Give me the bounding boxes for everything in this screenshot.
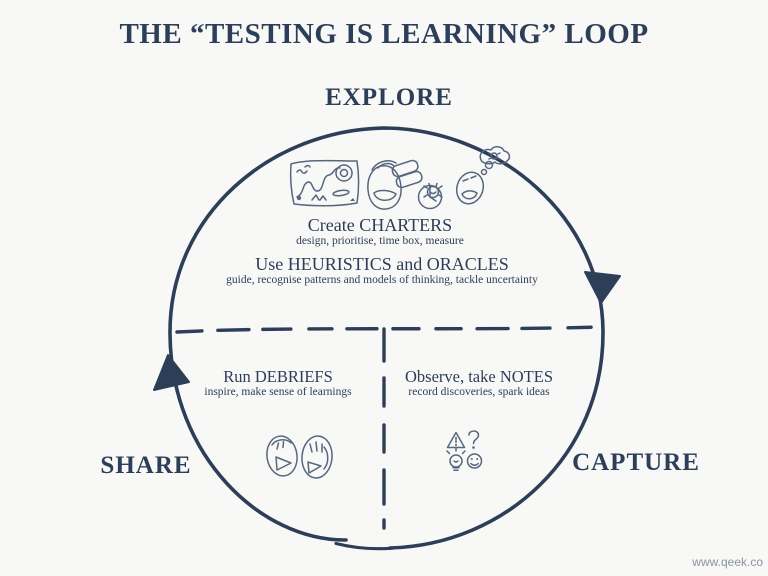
warning-icon — [446, 431, 466, 449]
lightbulb-icon — [446, 446, 466, 472]
smiley-icon — [466, 453, 483, 469]
arrowhead-left-icon — [153, 354, 190, 391]
explorer-binoculars-clock-icon — [367, 159, 443, 210]
loop-circle — [168, 126, 605, 551]
section-subtext: record discoveries, spark ideas — [408, 386, 550, 398]
page-title: THE “TESTING IS LEARNING” LOOP — [119, 18, 649, 50]
debrief-bubbles-icon — [266, 435, 333, 479]
question-icon — [468, 430, 480, 449]
divider-horizontal — [175, 325, 602, 334]
section-run-debriefs: Run DEBRIEFS inspire, make sense of lear… — [204, 368, 351, 399]
section-subtext: guide, recognise patterns and models of … — [226, 274, 538, 286]
section-use-heuristics: Use HEURISTICS and ORACLES guide, recogn… — [226, 255, 538, 287]
section-observe-notes: Observe, take NOTES record discoveries, … — [405, 368, 553, 399]
section-create-charters: Create CHARTERS design, prioritise, time… — [296, 216, 464, 248]
section-subtext: design, prioritise, time box, measure — [296, 235, 464, 247]
map-icon — [289, 159, 360, 207]
think-of-bugs-icon — [423, 146, 511, 205]
phase-label-share: SHARE — [100, 452, 192, 479]
phase-label-capture: CAPTURE — [572, 449, 700, 476]
phase-label-explore: EXPLORE — [325, 84, 453, 111]
section-heading: Observe, take NOTES — [404, 367, 554, 386]
arrowhead-right-icon — [584, 271, 621, 304]
section-heading: Create CHARTERS — [307, 215, 453, 235]
watermark-url: www.qeek.co — [692, 555, 763, 569]
section-heading: Run DEBRIEFS — [223, 367, 333, 386]
section-subtext: inspire, make sense of learnings — [204, 386, 352, 398]
section-heading: Use HEURISTICS and ORACLES — [255, 254, 509, 274]
